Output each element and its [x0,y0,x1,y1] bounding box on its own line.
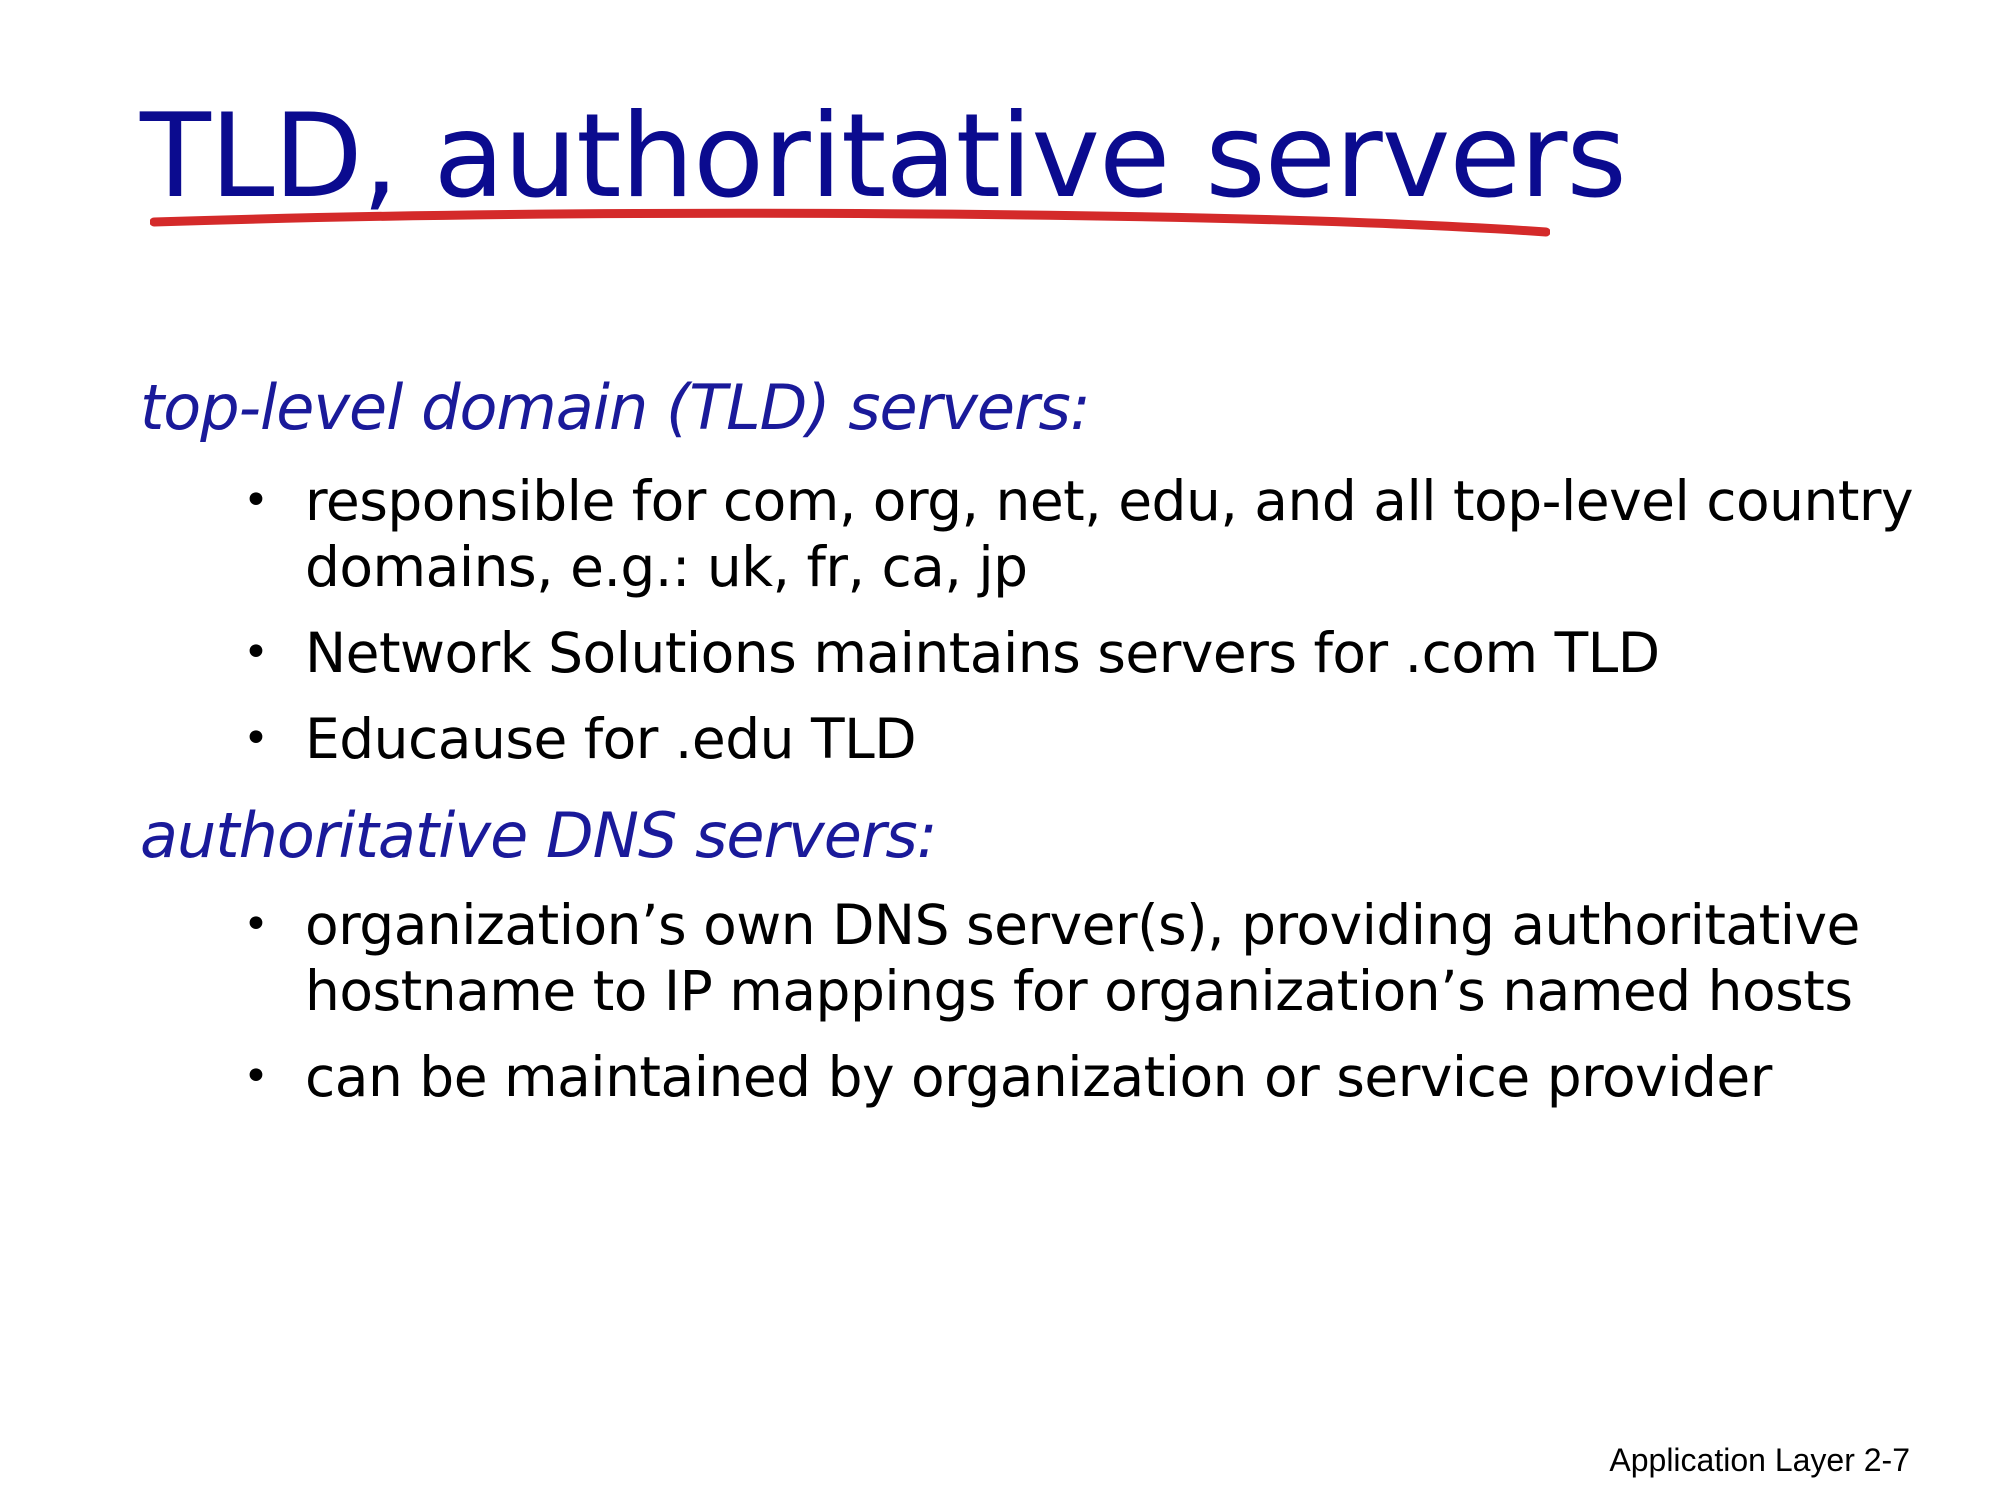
slide-title: TLD, authoritative servers [140,89,1627,224]
list-item: • Network Solutions maintains servers fo… [235,620,1935,686]
bullet-icon: • [243,713,269,764]
bullet-icon: • [243,475,269,526]
bullet-list-authoritative: • organization’s own DNS server(s), prov… [235,892,1935,1130]
bullet-text: Educause for .edu TLD [305,707,917,771]
bullet-text: Network Solutions maintains servers for … [305,621,1660,685]
list-item: • organization’s own DNS server(s), prov… [235,892,1935,1024]
list-item: • can be maintained by organization or s… [235,1044,1935,1110]
bullet-icon: • [243,1051,269,1102]
title-underline [150,208,1550,237]
section-heading-authoritative: authoritative DNS servers: [140,799,938,872]
bullet-icon: • [243,899,269,950]
list-item: • responsible for com, org, net, edu, an… [235,468,1935,600]
list-item: • Educause for .edu TLD [235,706,1935,772]
bullet-text: organization’s own DNS server(s), provid… [305,893,1860,1023]
bullet-icon: • [243,627,269,678]
slide-footer: Application Layer 2-7 [1609,1442,1910,1478]
section-heading-tld: top-level domain (TLD) servers: [140,371,1091,444]
bullet-text: responsible for com, org, net, edu, and … [305,469,1914,599]
bullet-list-tld: • responsible for com, org, net, edu, an… [235,468,1935,792]
bullet-text: can be maintained by organization or ser… [305,1045,1772,1109]
